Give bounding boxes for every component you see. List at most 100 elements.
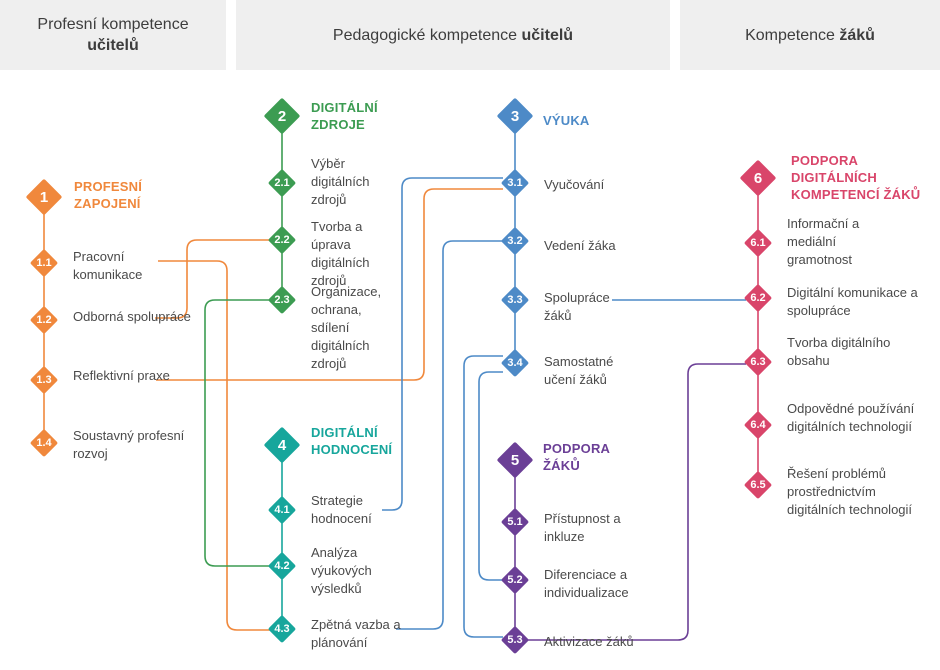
area-4-title: DIGITÁLNÍ HODNOCENÍ (311, 425, 393, 457)
header-pedagogical-bold: učitelů (521, 26, 574, 44)
competence-1-4-diamond: 1.4 (34, 433, 54, 453)
competence-3-2-diamond-number: 3.2 (507, 235, 523, 247)
competence-6-1-label: Informační a mediální gramotnost (787, 216, 860, 267)
competence-6-2-diamond-number: 6.2 (750, 292, 766, 304)
competence-1-2-label: Odborná spolupráce (73, 309, 191, 324)
competence-3-3-label: Spolupráce žáků (544, 290, 610, 323)
area-3-diamond-number: 3 (510, 107, 520, 125)
competence-2-3-label: Organizace, ochrana, sdílení digitálních… (311, 284, 382, 371)
link-3-4-to-5-3 (463, 355, 503, 638)
competence-4-2-diamond-number: 4.2 (274, 560, 290, 572)
competence-6-4-diamond: 6.4 (748, 415, 768, 435)
competence-6-5-label: Řešení problémů prostřednictvím digitáln… (787, 466, 913, 517)
competence-5-3-diamond: 5.3 (505, 630, 525, 650)
competence-4-3-diamond-number: 4.3 (274, 623, 290, 635)
competence-6-1-diamond: 6.1 (748, 233, 768, 253)
competence-3-4-label: Samostatné učení žáků (544, 354, 614, 387)
header-professional-text: Profesní kompetence (37, 16, 189, 33)
competence-6-3-diamond-number: 6.3 (750, 356, 766, 368)
area-4-diamond-number: 4 (277, 436, 287, 454)
competence-5-2-diamond-number: 5.2 (507, 574, 523, 586)
competence-3-4-diamond-number: 3.4 (507, 357, 523, 369)
area-6-diamond-number: 6 (753, 169, 763, 187)
competence-5-1-label: Přístupnost a inkluze (544, 511, 621, 544)
competence-6-4-diamond-number: 6.4 (750, 419, 766, 431)
competence-6-5-diamond-number: 6.5 (750, 479, 766, 491)
competence-3-3-diamond-number: 3.3 (507, 294, 523, 306)
link-3-2-to-4-3 (396, 240, 503, 630)
competence-1-4-label: Soustavný profesní rozvoj (73, 428, 185, 461)
competence-5-3-label: Aktivizace žáků (544, 634, 634, 649)
competence-5-3-diamond-number: 5.3 (507, 634, 523, 646)
competence-6-2-diamond: 6.2 (748, 288, 768, 308)
link-5-3-to-6-3 (527, 363, 746, 641)
competence-4-1-label: Strategie hodnocení (311, 493, 372, 526)
competence-3-1-diamond-number: 3.1 (507, 177, 523, 189)
competence-6-3-diamond: 6.3 (748, 352, 768, 372)
link-1-3-to-3-1 (156, 188, 503, 381)
link-2-3-to-4-2 (204, 299, 270, 567)
area-2-diamond-number: 2 (277, 107, 287, 125)
area-2-title: DIGITÁLNÍ ZDROJE (311, 100, 378, 132)
area-1-title: PROFESNÍ ZAPOJENÍ (74, 179, 143, 211)
header-pedagogical: Pedagogické kompetence učitelů (236, 0, 670, 70)
competence-6-2-label: Digitální komunikace a spolupráce (787, 285, 918, 318)
link-1-1-to-4-3 (158, 260, 270, 631)
competence-4-2-label: Analýza výukových výsledků (311, 545, 372, 596)
competence-3-2-label: Vedení žáka (544, 238, 616, 253)
competence-1-2-diamond-number: 1.2 (36, 314, 52, 326)
header-professional: Profesní kompetence učitelů (0, 0, 226, 70)
competence-3-2-diamond: 3.2 (505, 231, 525, 251)
competence-1-3-diamond-number: 1.3 (36, 374, 52, 386)
area-6-diamond: 6 (745, 165, 771, 191)
area-5-title: PODPORA ŽÁKŮ (543, 441, 610, 473)
area-1-diamond-number: 1 (39, 188, 49, 206)
competence-1-1-diamond-number: 1.1 (36, 257, 52, 269)
area-5-diamond: 5 (502, 447, 528, 473)
competence-1-4-diamond-number: 1.4 (36, 437, 52, 449)
competence-2-3-diamond-number: 2.3 (274, 294, 290, 306)
link-3-4-to-5-2 (478, 371, 503, 581)
competence-1-3-label: Reflektivní praxe (73, 368, 170, 383)
competence-2-2-label: Tvorba a úprava digitálních zdrojů (311, 219, 370, 288)
competence-2-1-diamond-number: 2.1 (274, 177, 290, 189)
competence-2-1-label: Výběr digitálních zdrojů (311, 156, 370, 207)
competence-2-3-diamond: 2.3 (272, 290, 292, 310)
competence-4-1-diamond-number: 4.1 (274, 504, 290, 516)
competence-3-1-diamond: 3.1 (505, 173, 525, 193)
competence-1-1-diamond: 1.1 (34, 253, 54, 273)
competence-6-3-label: Tvorba digitálního obsahu (787, 335, 891, 368)
competence-3-1-label: Vyučování (544, 177, 605, 192)
area-2-diamond: 2 (269, 103, 295, 129)
competence-3-3-diamond: 3.3 (505, 290, 525, 310)
competence-3-4-diamond: 3.4 (505, 353, 525, 373)
area-6-title: PODPORA DIGITÁLNÍCH KOMPETENCÍ ŽÁKŮ (791, 153, 921, 202)
header-students-text: Kompetence (745, 26, 840, 44)
competence-4-1-diamond: 4.1 (272, 500, 292, 520)
competence-4-3-diamond: 4.3 (272, 619, 292, 639)
competence-4-2-diamond: 4.2 (272, 556, 292, 576)
competence-1-1-label: Pracovní komunikace (73, 249, 143, 282)
area-1-diamond: 1 (31, 184, 57, 210)
competence-1-3-diamond: 1.3 (34, 370, 54, 390)
competence-2-2-diamond-number: 2.2 (274, 234, 290, 246)
header-students-bold: žáků (839, 26, 875, 44)
area-4-diamond: 4 (269, 432, 295, 458)
link-1-2-to-2-2 (155, 239, 270, 319)
competence-5-2-label: Diferenciace a individualizace (544, 567, 629, 600)
competence-5-1-diamond-number: 5.1 (507, 516, 523, 528)
competence-4-3-label: Zpětná vazba a plánování (311, 617, 401, 650)
header-professional-bold: učitelů (87, 37, 139, 54)
area-3-title: VÝUKA (543, 113, 590, 128)
competence-5-2-diamond: 5.2 (505, 570, 525, 590)
competence-2-1-diamond: 2.1 (272, 173, 292, 193)
competence-2-2-diamond: 2.2 (272, 230, 292, 250)
competence-6-1-diamond-number: 6.1 (750, 237, 766, 249)
competence-5-1-diamond: 5.1 (505, 512, 525, 532)
header-students: Kompetence žáků (680, 0, 940, 70)
area-5-diamond-number: 5 (510, 451, 520, 469)
competence-6-4-label: Odpovědné používání digitálních technolo… (787, 401, 915, 434)
header-pedagogical-text: Pedagogické kompetence (332, 26, 522, 44)
competence-1-2-diamond: 1.2 (34, 310, 54, 330)
